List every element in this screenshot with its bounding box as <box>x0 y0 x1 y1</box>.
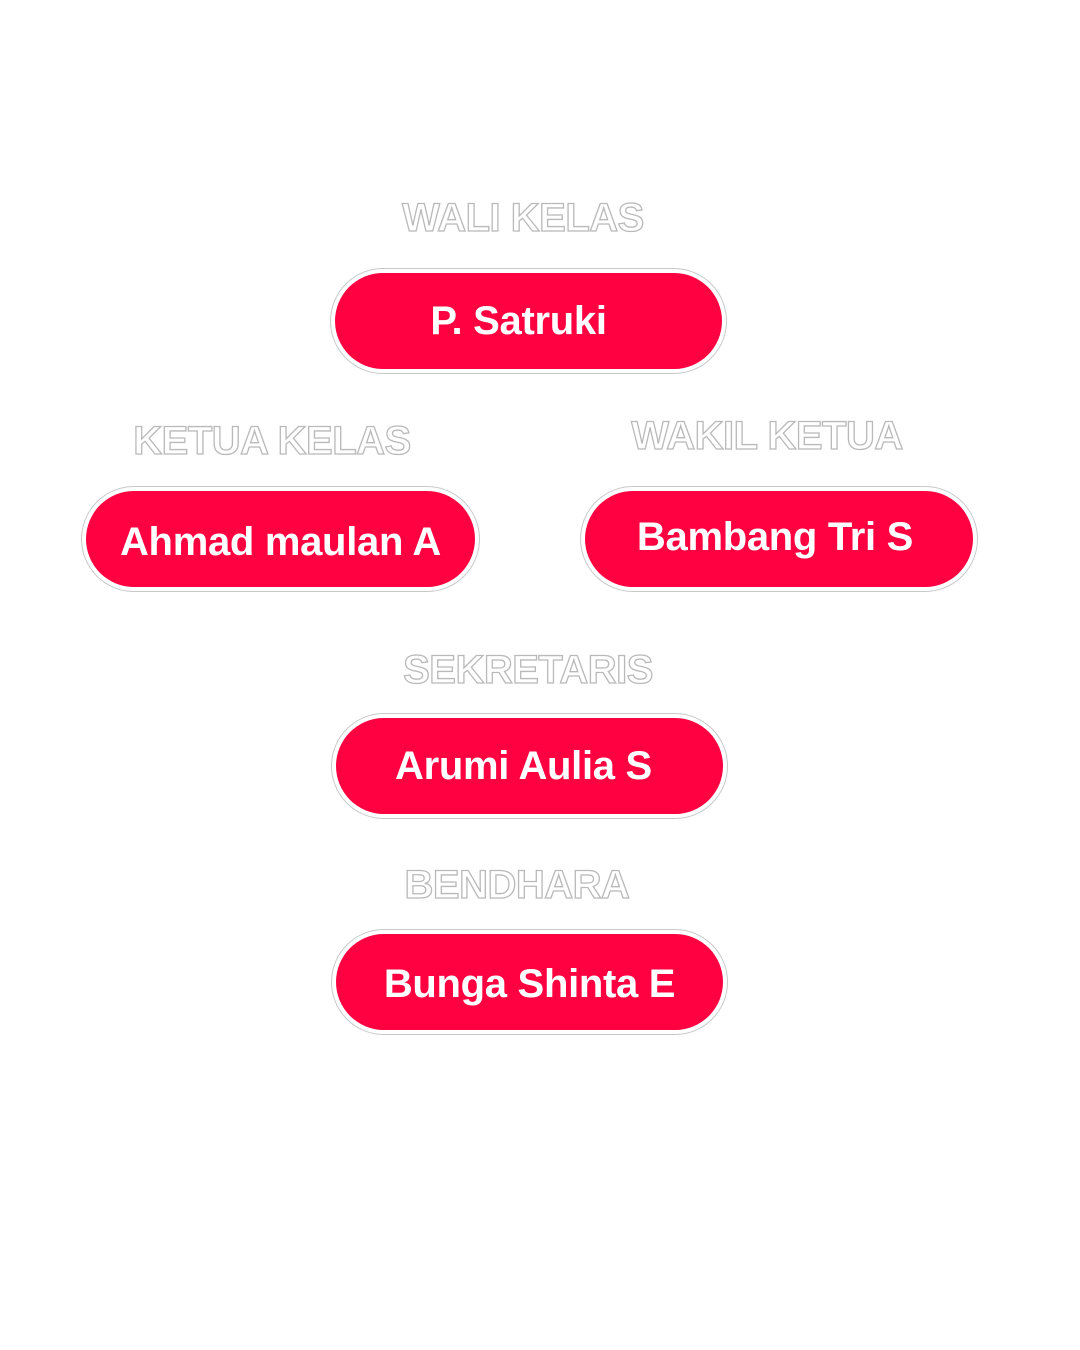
name-badge-fill: Bambang Tri S <box>585 491 973 587</box>
name-badge-ketua-kelas: Ahmad maulan A <box>81 486 480 592</box>
name-badge-sekretaris: Arumi Aulia S <box>331 713 728 819</box>
name-badge-bendahara: Bunga Shinta E <box>331 929 728 1035</box>
name-badge-fill: P. Satruki <box>335 273 722 369</box>
role-title-sekretaris: SEKRETARIS <box>402 647 654 692</box>
name-badge-fill: Bunga Shinta E <box>336 934 723 1030</box>
name-badge-fill: Ahmad maulan A <box>86 491 475 587</box>
role-title-wakil-ketua: WAKIL KETUA <box>631 413 904 458</box>
role-title-wali-kelas: WALI KELAS <box>402 195 645 240</box>
name-badge-wali-kelas: P. Satruki <box>330 268 727 374</box>
name-ketua-kelas: Ahmad maulan A <box>119 519 442 564</box>
role-title-bendahara: BENDHARA <box>404 862 631 907</box>
name-wali-kelas: P. Satruki <box>430 298 607 343</box>
name-badge-wakil-ketua: Bambang Tri S <box>580 486 978 592</box>
role-title-ketua-kelas: KETUA KELAS <box>133 418 412 463</box>
name-badge-fill: Arumi Aulia S <box>336 718 723 814</box>
name-wakil-ketua: Bambang Tri S <box>636 514 914 559</box>
name-bendahara: Bunga Shinta E <box>383 961 676 1006</box>
name-sekretaris: Arumi Aulia S <box>395 743 652 788</box>
